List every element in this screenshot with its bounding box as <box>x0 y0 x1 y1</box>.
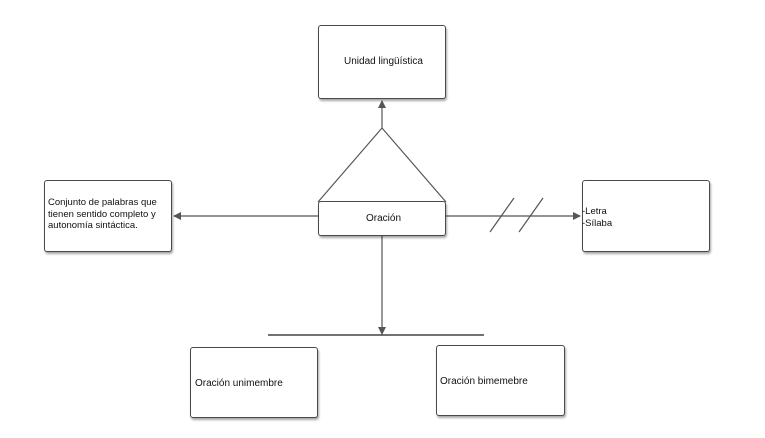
node-label-line1: -Letra <box>582 206 607 217</box>
node-oracion[interactable]: Oración <box>318 201 446 236</box>
node-oracion-bimembre[interactable]: Oración bimemebre <box>436 345 565 416</box>
slash-mark-1 <box>489 197 515 233</box>
node-label: Conjunto de palabras que tienen sentido … <box>48 197 157 231</box>
node-unidad-linguistica[interactable]: Unidad lingüística <box>318 25 446 99</box>
node-letra-silaba[interactable]: -Letra -Sílaba <box>582 180 710 252</box>
node-label: Oración unimembre <box>195 378 283 389</box>
node-label: Oración <box>366 213 402 224</box>
node-label: Unidad lingüística <box>344 56 423 67</box>
node-label: Oración bimemebre <box>440 376 528 387</box>
slash-mark-2 <box>518 197 544 233</box>
node-label-line2: -Sílaba <box>582 218 613 229</box>
node-conjunto[interactable]: Conjunto de palabras que tienen sentido … <box>44 180 172 252</box>
node-oracion-unimembre[interactable]: Oración unimembre <box>190 347 318 418</box>
triangle-connector <box>317 127 447 203</box>
